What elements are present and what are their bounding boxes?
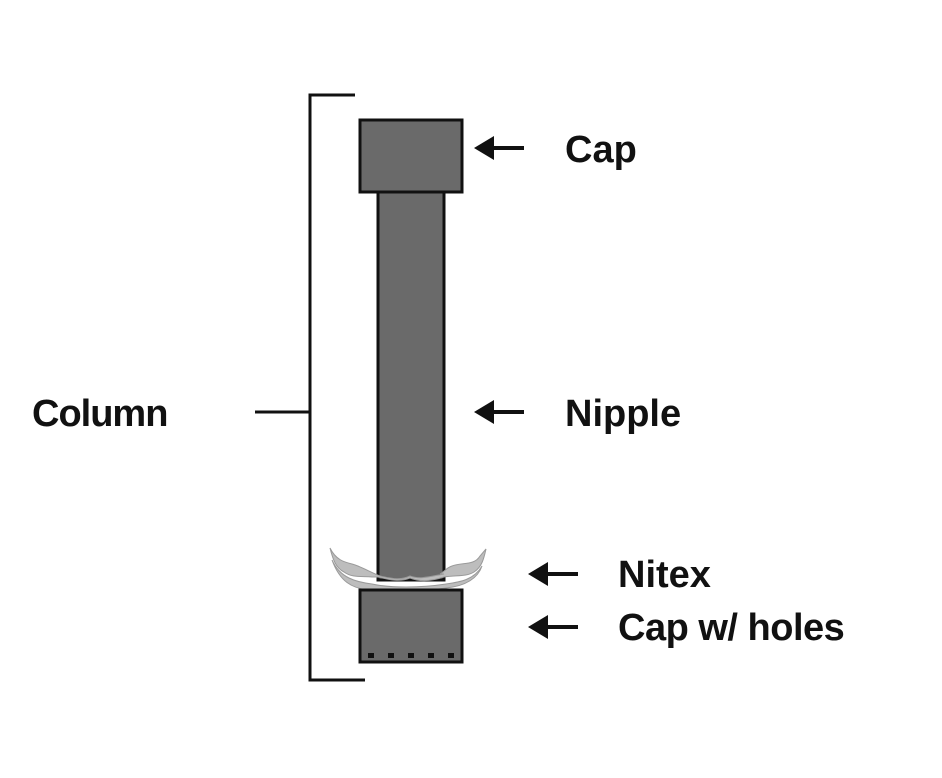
- cap-holes: [368, 653, 454, 658]
- label-nipple: Nipple: [565, 393, 682, 435]
- arrow-cap: [474, 136, 524, 160]
- label-cap-with-holes: Cap w/ holes: [618, 607, 845, 649]
- arrow-nitex: [528, 562, 578, 586]
- label-column: Column: [32, 393, 168, 435]
- column-bracket: [308, 93, 365, 682]
- arrow-nipple: [474, 400, 524, 424]
- label-cap: Cap: [565, 129, 637, 171]
- nipple-pipe: [376, 190, 446, 582]
- bottom-cap-with-holes: [358, 588, 464, 664]
- top-cap: [358, 118, 464, 194]
- arrow-cap-with-holes: [528, 615, 578, 639]
- label-nitex: Nitex: [618, 554, 711, 596]
